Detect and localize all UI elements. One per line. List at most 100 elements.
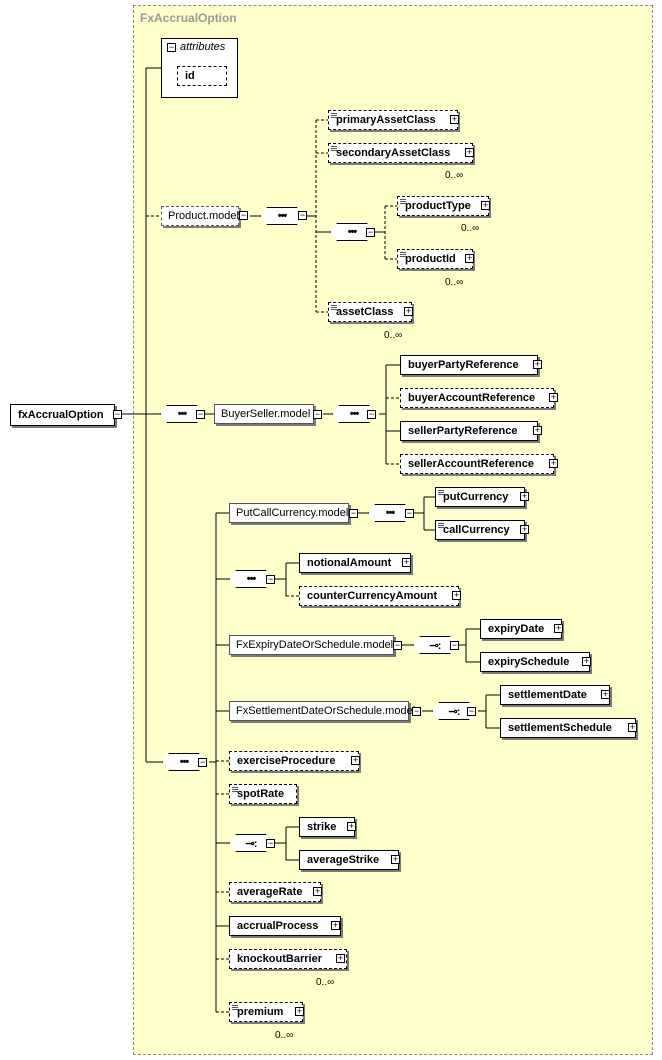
element-averagerate-label: averageRate (237, 886, 303, 898)
collapse-toggle-product-sequence[interactable] (298, 211, 307, 220)
documentation-icon (232, 1005, 238, 1010)
type-label: FxAccrualOption (140, 11, 237, 25)
cardinality-knockoutbarrier: 0..∞ (316, 977, 335, 988)
element-averagestrike-label: averageStrike (307, 854, 380, 866)
element-accrualprocess[interactable]: accrualProcess (229, 916, 341, 936)
expand-toggle-producttype[interactable] (481, 201, 490, 210)
expand-toggle-primaryassetclass[interactable] (450, 115, 459, 124)
collapse-toggle-notional-sequence[interactable] (266, 575, 275, 584)
expand-toggle-notionalamount[interactable] (402, 558, 411, 567)
collapse-toggle-putcallcurrency-model[interactable] (349, 509, 358, 518)
cardinality-secondaryassetclass: 0..∞ (445, 170, 464, 181)
collapse-toggle-fxexpiry-model[interactable] (393, 641, 402, 650)
element-averagestrike[interactable]: averageStrike (299, 850, 399, 870)
collapse-toggle-buyerseller-model[interactable] (313, 410, 322, 419)
collapse-toggle-attributes[interactable] (167, 43, 176, 52)
expand-toggle-averagerate[interactable] (313, 887, 322, 896)
element-spotrate-label: spotRate (237, 788, 285, 800)
element-settlementschedule-label: settlementSchedule (508, 722, 612, 734)
element-secondaryassetclass-label: secondaryAssetClass (336, 147, 451, 159)
sequence-compositor-icon: ••• (332, 405, 376, 423)
element-premium[interactable]: premium (229, 1002, 303, 1022)
element-knockoutbarrier[interactable]: knockoutBarrier (229, 949, 347, 969)
collapse-toggle-putcall-sequence[interactable] (405, 509, 414, 518)
expand-toggle-strike[interactable] (347, 822, 356, 831)
group-fxsettlementdateorschedule-model[interactable]: FxSettlementDateOrSchedule.model (229, 701, 415, 721)
root-element-label: fxAccrualOption (18, 409, 104, 421)
element-settlementdate[interactable]: settlementDate (500, 685, 610, 705)
group-buyerseller-model[interactable]: BuyerSeller.model (214, 404, 314, 424)
group-buyerseller-model-label: BuyerSeller.model (221, 408, 311, 420)
element-settlementdate-label: settlementDate (508, 689, 587, 701)
collapse-toggle-root-sequence[interactable] (196, 410, 205, 419)
group-product-model[interactable]: Product.model (161, 206, 239, 226)
element-selleraccountreference[interactable]: sellerAccountReference (400, 454, 554, 474)
expand-toggle-sellerpartyreference[interactable] (533, 426, 542, 435)
element-expirydate[interactable]: expiryDate (480, 619, 562, 639)
collapse-toggle-fxsettlement-model[interactable] (412, 707, 421, 716)
element-callcurrency[interactable]: callCurrency (435, 520, 525, 540)
sequence-compositor-icon: ••• (260, 207, 304, 225)
element-secondaryassetclass[interactable]: secondaryAssetClass (328, 143, 473, 163)
expand-toggle-expiryschedule[interactable] (582, 657, 591, 666)
collapse-toggle-product-model[interactable] (239, 211, 248, 220)
element-buyerpartyreference[interactable]: buyerPartyReference (400, 355, 538, 375)
element-accrualprocess-label: accrualProcess (237, 920, 319, 932)
expand-toggle-putcurrency[interactable] (520, 492, 529, 501)
expand-toggle-accrualprocess[interactable] (331, 921, 340, 930)
expand-toggle-assetclass[interactable] (404, 307, 413, 316)
sequence-compositor-icon: ••• (330, 223, 374, 241)
element-callcurrency-label: callCurrency (443, 524, 510, 536)
documentation-icon (331, 305, 337, 310)
expand-toggle-settlementdate[interactable] (601, 690, 610, 699)
collapse-toggle-main-sequence[interactable] (198, 758, 207, 767)
cardinality-assetclass: 0..∞ (384, 330, 403, 341)
element-assetclass[interactable]: assetClass (328, 302, 412, 322)
element-spotrate[interactable]: spotRate (229, 784, 297, 804)
collapse-toggle-settlement-choice[interactable] (467, 707, 476, 716)
element-buyeraccountreference[interactable]: buyerAccountReference (400, 388, 554, 408)
expand-toggle-buyerpartyreference[interactable] (533, 360, 542, 369)
root-element-fxaccrualoption[interactable]: fxAccrualOption (10, 404, 115, 426)
expand-toggle-countercurrencyamount[interactable] (452, 591, 461, 600)
attribute-id[interactable]: id (177, 66, 227, 86)
collapse-toggle-product-subsequence[interactable] (366, 228, 375, 237)
collapse-toggle-root[interactable] (113, 410, 122, 419)
group-fxexpirydateorschedule-model[interactable]: FxExpiryDateOrSchedule.model (229, 635, 394, 655)
element-knockoutbarrier-label: knockoutBarrier (237, 953, 322, 965)
expand-toggle-selleraccountreference[interactable] (549, 459, 558, 468)
expand-toggle-expirydate[interactable] (554, 624, 563, 633)
group-putcallcurrency-model[interactable]: PutCallCurrency.model (229, 503, 349, 523)
documentation-icon (400, 199, 406, 204)
element-productid[interactable]: productId (397, 249, 473, 269)
element-settlementschedule[interactable]: settlementSchedule (500, 718, 636, 738)
element-producttype[interactable]: productType (397, 196, 489, 216)
element-primaryassetclass[interactable]: primaryAssetClass (328, 110, 458, 130)
expand-toggle-callcurrency[interactable] (520, 525, 529, 534)
element-putcurrency[interactable]: putCurrency (435, 487, 525, 507)
expand-toggle-productid[interactable] (465, 254, 474, 263)
collapse-toggle-expiry-choice[interactable] (450, 641, 459, 650)
expand-toggle-averagestrike[interactable] (391, 855, 400, 864)
element-notionalamount[interactable]: notionalAmount (299, 553, 411, 573)
collapse-toggle-strike-choice[interactable] (266, 839, 275, 848)
expand-toggle-exerciseprocedure[interactable] (351, 756, 360, 765)
cardinality-producttype: 0..∞ (461, 223, 480, 234)
element-putcurrency-label: putCurrency (443, 491, 509, 503)
cardinality-premium: 0..∞ (275, 1030, 294, 1041)
element-producttype-label: productType (405, 200, 471, 212)
expand-toggle-premium[interactable] (295, 1007, 304, 1016)
element-premium-label: premium (237, 1006, 284, 1018)
element-expiryschedule[interactable]: expirySchedule (480, 652, 590, 672)
expand-toggle-secondaryassetclass[interactable] (465, 148, 474, 157)
element-averagerate[interactable]: averageRate (229, 882, 321, 902)
element-sellerpartyreference[interactable]: sellerPartyReference (400, 421, 538, 441)
expand-toggle-buyeraccountreference[interactable] (549, 393, 558, 402)
element-strike[interactable]: strike (299, 817, 355, 837)
element-countercurrencyamount[interactable]: counterCurrencyAmount (299, 586, 459, 606)
collapse-toggle-buyerseller-sequence[interactable] (367, 410, 376, 419)
element-notionalamount-label: notionalAmount (307, 557, 392, 569)
expand-toggle-knockoutbarrier[interactable] (336, 954, 345, 963)
element-exerciseprocedure[interactable]: exerciseProcedure (229, 751, 359, 771)
expand-toggle-settlementschedule[interactable] (628, 723, 637, 732)
